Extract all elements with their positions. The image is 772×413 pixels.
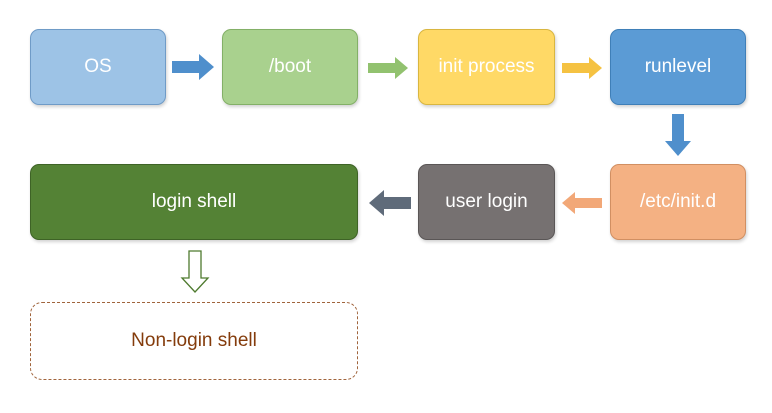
arrow-boot-to-init-process [368,57,408,79]
etc-initd-node: /etc/init.d [610,164,746,240]
login-shell-label: login shell [151,191,237,212]
user-login-node: user login [418,164,555,240]
arrow-init-process-to-runlevel [562,57,602,79]
runlevel-node: runlevel [610,29,746,105]
init-process-label: init process [438,56,535,77]
init-process-node: init process [418,29,555,105]
os-label: OS [84,56,112,77]
arrow-os-to-boot [172,54,214,80]
etc-initd-label: /etc/init.d [639,191,717,212]
boot-node: /boot [222,29,358,105]
login-shell-node: login shell [30,164,358,240]
os-node: OS [30,29,166,105]
arrow-login-shell-to-non-login-shell [180,250,210,293]
runlevel-label: runlevel [644,56,712,77]
boot-label: /boot [268,56,312,77]
user-login-label: user login [445,191,528,212]
non-login-shell-node: Non-login shell [30,302,358,380]
arrow-user-login-to-login-shell [369,190,411,216]
arrow-etc-initd-to-user-login [562,192,602,214]
non-login-shell-label: Non-login shell [131,330,257,351]
arrow-runlevel-to-etc-initd [665,114,691,156]
